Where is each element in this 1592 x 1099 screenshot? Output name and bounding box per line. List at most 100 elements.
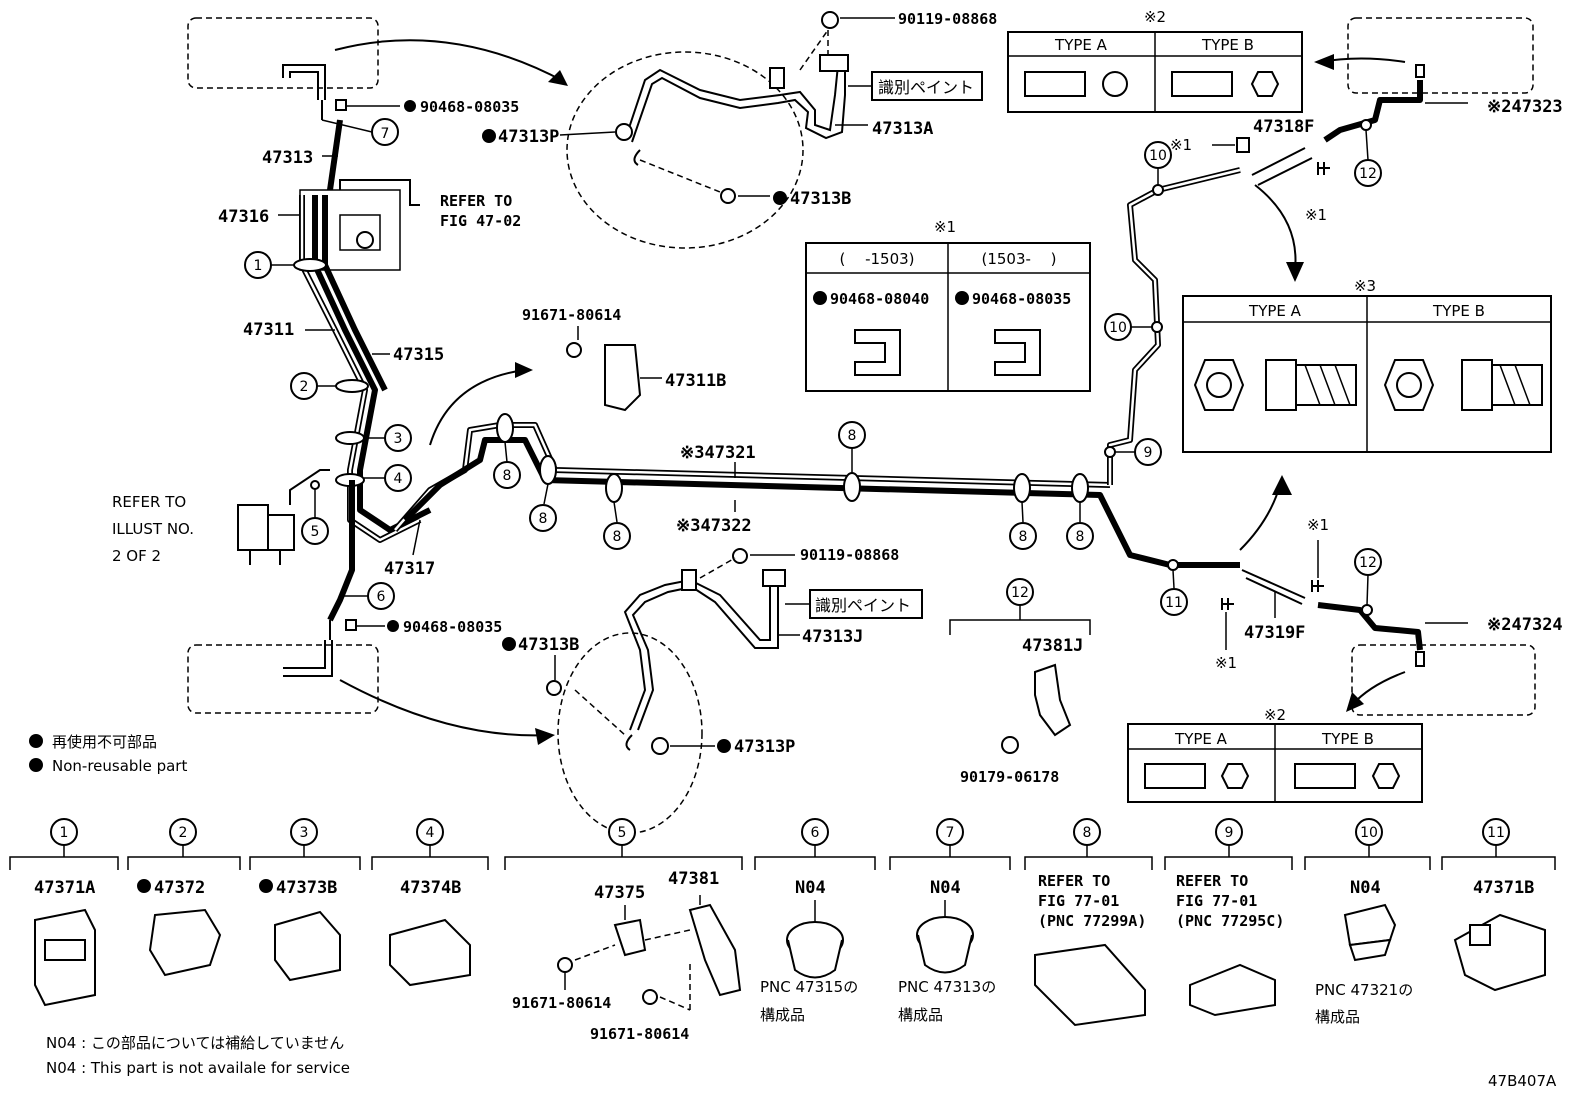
part-label-47324: ※247324 (1487, 615, 1563, 635)
svg-text:TYPE B: TYPE B (1321, 730, 1374, 748)
svg-text:47372: 47372 (154, 878, 205, 898)
bottom-part-7: 7 N04 PNC 47313の 構成品 (889, 818, 1011, 1024)
svg-text:REFER TO: REFER TO (1176, 872, 1248, 890)
bottom-part-3: 3 47373B (249, 818, 361, 982)
svg-text:REFER TO: REFER TO (1038, 872, 1110, 890)
callout-5 (301, 517, 329, 545)
svg-text:PNC 47315の: PNC 47315の (760, 978, 858, 996)
part-label-47311B: 47311B (665, 371, 726, 391)
part-label-47313: 47313 (262, 148, 313, 168)
svg-text:6: 6 (377, 589, 386, 605)
detail-box-bottom-left (187, 644, 379, 714)
svg-text:10: 10 (1149, 148, 1167, 164)
svg-text:1: 1 (254, 258, 263, 274)
bottom-part-5: 5 47375 47381 91671-80614 91671-80614 (504, 818, 743, 1043)
footnote-en: N04 : This part is not availale for serv… (46, 1059, 350, 1077)
part-label-47316: 47316 (218, 207, 269, 227)
part-label-47313P-bottom: 47313P (734, 737, 795, 757)
svg-text:※1: ※1 (1307, 516, 1329, 534)
svg-text:5: 5 (618, 825, 627, 841)
part-label-47323: ※247323 (1487, 97, 1563, 117)
part-label-47313A: 47313A (872, 119, 933, 139)
bottom-part-4: 4 47374B (371, 818, 489, 987)
svg-text:FIG 77-01: FIG 77-01 (1038, 892, 1119, 910)
part-label-47322: ※347322 (676, 516, 752, 536)
svg-text:8: 8 (1076, 529, 1085, 545)
part-label-47313P-top: 47313P (498, 127, 559, 147)
svg-text:10: 10 (1360, 825, 1378, 841)
bottom-part-9: 9 REFER TO FIG 77-01 (PNC 77295C) (1164, 818, 1293, 1017)
svg-text:2: 2 (300, 379, 309, 395)
bottom-part-8: 8 REFER TO FIG 77-01 (PNC 77299A) (1024, 818, 1153, 1027)
svg-text:構成品: 構成品 (1315, 1008, 1360, 1026)
svg-text:(PNC 77295C): (PNC 77295C) (1176, 912, 1284, 930)
part-label-47313B-top: 47313B (790, 189, 851, 209)
callout-11 (1160, 588, 1188, 616)
svg-text:47371A: 47371A (34, 878, 95, 898)
refer-fig-47-02-line1: REFER TO (440, 192, 512, 210)
callout-7 (371, 118, 399, 146)
part-label-47318F: 47318F (1253, 117, 1314, 137)
paint-id-label-top: 識別ペイント (878, 78, 974, 97)
svg-text:47373B: 47373B (276, 878, 337, 898)
part-label-47315: 47315 (393, 345, 444, 365)
svg-text:TYPE B: TYPE B (1201, 36, 1254, 54)
part-label-47311: 47311 (243, 320, 294, 340)
svg-text:※2: ※2 (1264, 706, 1286, 724)
part-label-90468-08035-top: 90468-08035 (420, 98, 519, 116)
svg-text:※1: ※1 (1215, 654, 1237, 672)
svg-text:(PNC 77299A): (PNC 77299A) (1038, 912, 1146, 930)
svg-text:5: 5 (311, 524, 320, 540)
svg-text:※1: ※1 (1170, 136, 1192, 154)
svg-text:構成品: 構成品 (898, 1006, 943, 1024)
hose-detail-top (566, 51, 804, 249)
svg-text:8: 8 (848, 428, 857, 444)
diagram-id: 47B407A (1488, 1072, 1557, 1090)
callout-10-mid (1104, 313, 1132, 341)
svg-text:※1: ※1 (1305, 206, 1327, 224)
part-label-91671-80614-top: 91671-80614 (522, 306, 621, 324)
svg-text:47371B: 47371B (1473, 878, 1534, 898)
legend-en: Non-reusable part (52, 757, 187, 775)
svg-text:8: 8 (1083, 825, 1092, 841)
bottom-part-1: 1 47371A (9, 818, 119, 1007)
svg-text:9: 9 (1144, 445, 1153, 461)
callout-2 (290, 372, 318, 400)
legend-jp: 再使用不可部品 (52, 733, 157, 751)
table-x1-col1-head: ( -1503) (839, 250, 914, 268)
bottom-part-10: 10 N04 PNC 47321の 構成品 (1304, 818, 1431, 1026)
bottom-part-11: 11 47371B (1441, 818, 1556, 992)
svg-text:※3: ※3 (1354, 277, 1376, 295)
svg-text:TYPE B: TYPE B (1432, 302, 1485, 320)
callout-6 (367, 582, 395, 610)
hose-detail-bottom (557, 632, 703, 834)
svg-text:6: 6 (811, 825, 820, 841)
callout-10-top (1144, 141, 1172, 169)
refer-illust-line3: 2 OF 2 (112, 547, 161, 565)
part-label-47319F: 47319F (1244, 623, 1305, 643)
part-label-47313J: 47313J (802, 627, 863, 647)
refer-illust-line2: ILLUST NO. (112, 520, 194, 538)
refer-illust-line1: REFER TO (112, 493, 186, 511)
part-label-90119-08868-top: 90119-08868 (898, 10, 997, 28)
svg-text:構成品: 構成品 (760, 1006, 805, 1024)
footnote-jp: N04 : この部品については補給していません (46, 1034, 344, 1052)
refer-fig-47-02-line2: FIG 47-02 (440, 212, 521, 230)
detail-box-bottom-right (1351, 644, 1536, 716)
callout-3 (384, 424, 412, 452)
svg-text:N04: N04 (930, 878, 961, 898)
svg-text:8: 8 (1019, 529, 1028, 545)
svg-text:8: 8 (503, 468, 512, 484)
svg-text:3: 3 (300, 825, 309, 841)
bottom-part-6: 6 N04 PNC 47315の 構成品 (754, 818, 876, 1024)
table-x1-col2-part: 90468-08035 (972, 290, 1071, 308)
detail-box-top-right (1347, 17, 1534, 94)
svg-text:12: 12 (1359, 166, 1377, 182)
svg-text:TYPE A: TYPE A (1248, 302, 1302, 320)
table-x1-col1-part: 90468-08040 (830, 290, 929, 308)
callout-9 (1134, 438, 1162, 466)
callout-4 (384, 464, 412, 492)
part-label-47317: 47317 (384, 559, 435, 579)
paint-id-label-bottom: 識別ペイント (815, 596, 911, 615)
